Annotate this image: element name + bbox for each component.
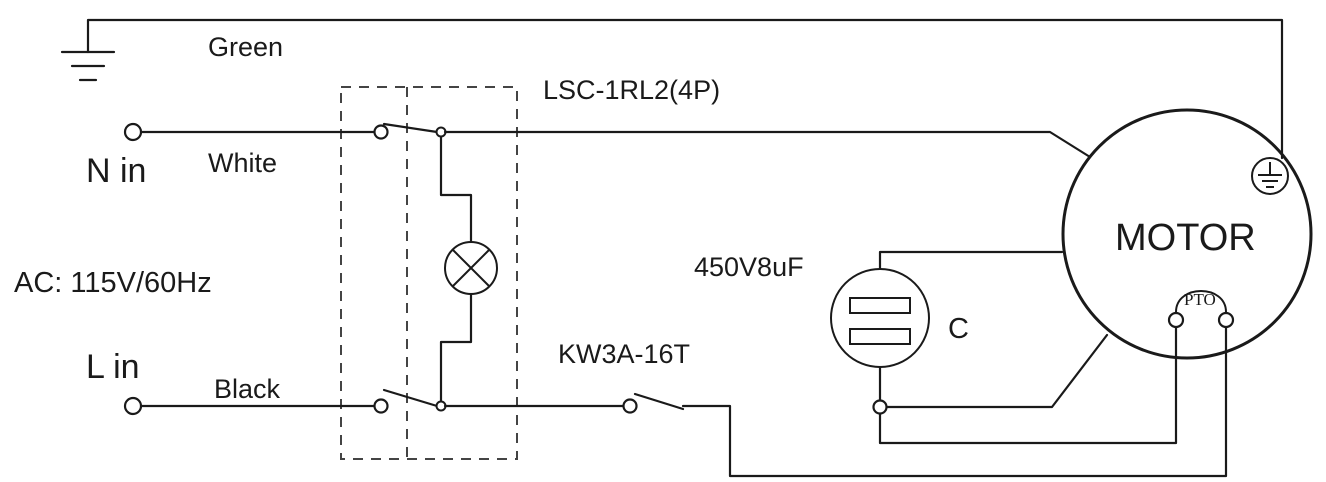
relay-contact-l-fixed (373, 398, 389, 414)
capacitor-to-motor-wire (885, 333, 1109, 409)
l-in-terminal (123, 396, 143, 416)
pto-arc (1175, 290, 1227, 313)
relay-model-label: LSC-1RL2(4P) (543, 75, 720, 105)
n-in-terminal (123, 122, 143, 142)
relay-enclosure (340, 86, 518, 460)
line-circuit: L in Black (86, 348, 625, 416)
motor-label: MOTOR (1115, 217, 1256, 259)
thermostat-switch-blade (633, 392, 685, 411)
thermostat-contact (622, 398, 638, 414)
white-wire-label: White (208, 148, 277, 178)
lamp-bottom-lead (439, 292, 473, 404)
capacitor-body (830, 268, 930, 368)
capacitor-plate-1 (849, 297, 911, 314)
motor-ground-icon (1251, 157, 1289, 195)
thermostat-model-label: KW3A-16T (558, 339, 690, 369)
motor: MOTOR PTO (1061, 108, 1313, 360)
green-wire-label: Green (208, 32, 283, 62)
capacitor-top-lead (878, 250, 1064, 270)
capacitor-label: C (948, 313, 969, 345)
thermostat-to-pto-wire (681, 326, 1228, 478)
l-in-label: L in (86, 348, 140, 386)
pto-terminal-left (1167, 311, 1185, 329)
lamp-cross-2 (452, 249, 490, 287)
capacitor-plate-2 (849, 328, 911, 345)
capacitor-rating-label: 450V8uF (694, 252, 804, 282)
thermostat-kw3a-16t: KW3A-16T (558, 326, 1228, 478)
n-in-label: N in (86, 152, 146, 190)
run-capacitor: 450V8uF C (694, 250, 1178, 445)
capacitor-terminal (872, 399, 888, 415)
relay-switch-n-blade (382, 122, 439, 134)
relay-contact-n-fixed (373, 124, 389, 140)
pto-label: PTO (1184, 290, 1216, 309)
lamp-top-lead (439, 135, 473, 244)
green-wire (86, 18, 1284, 160)
ground-circuit: Green (60, 18, 1284, 160)
motor-body (1061, 108, 1313, 360)
pto-terminal-right (1217, 311, 1235, 329)
black-wire-label: Black (214, 374, 281, 404)
indicator-lamp (439, 135, 498, 404)
neutral-circuit: N in White (86, 122, 1092, 190)
relay-switch-l-blade (382, 388, 439, 408)
neutral-to-motor-wire (443, 130, 1092, 159)
capacitor-to-pto-wire (878, 326, 1178, 445)
supply-label: AC: 115V/60Hz (14, 267, 212, 299)
